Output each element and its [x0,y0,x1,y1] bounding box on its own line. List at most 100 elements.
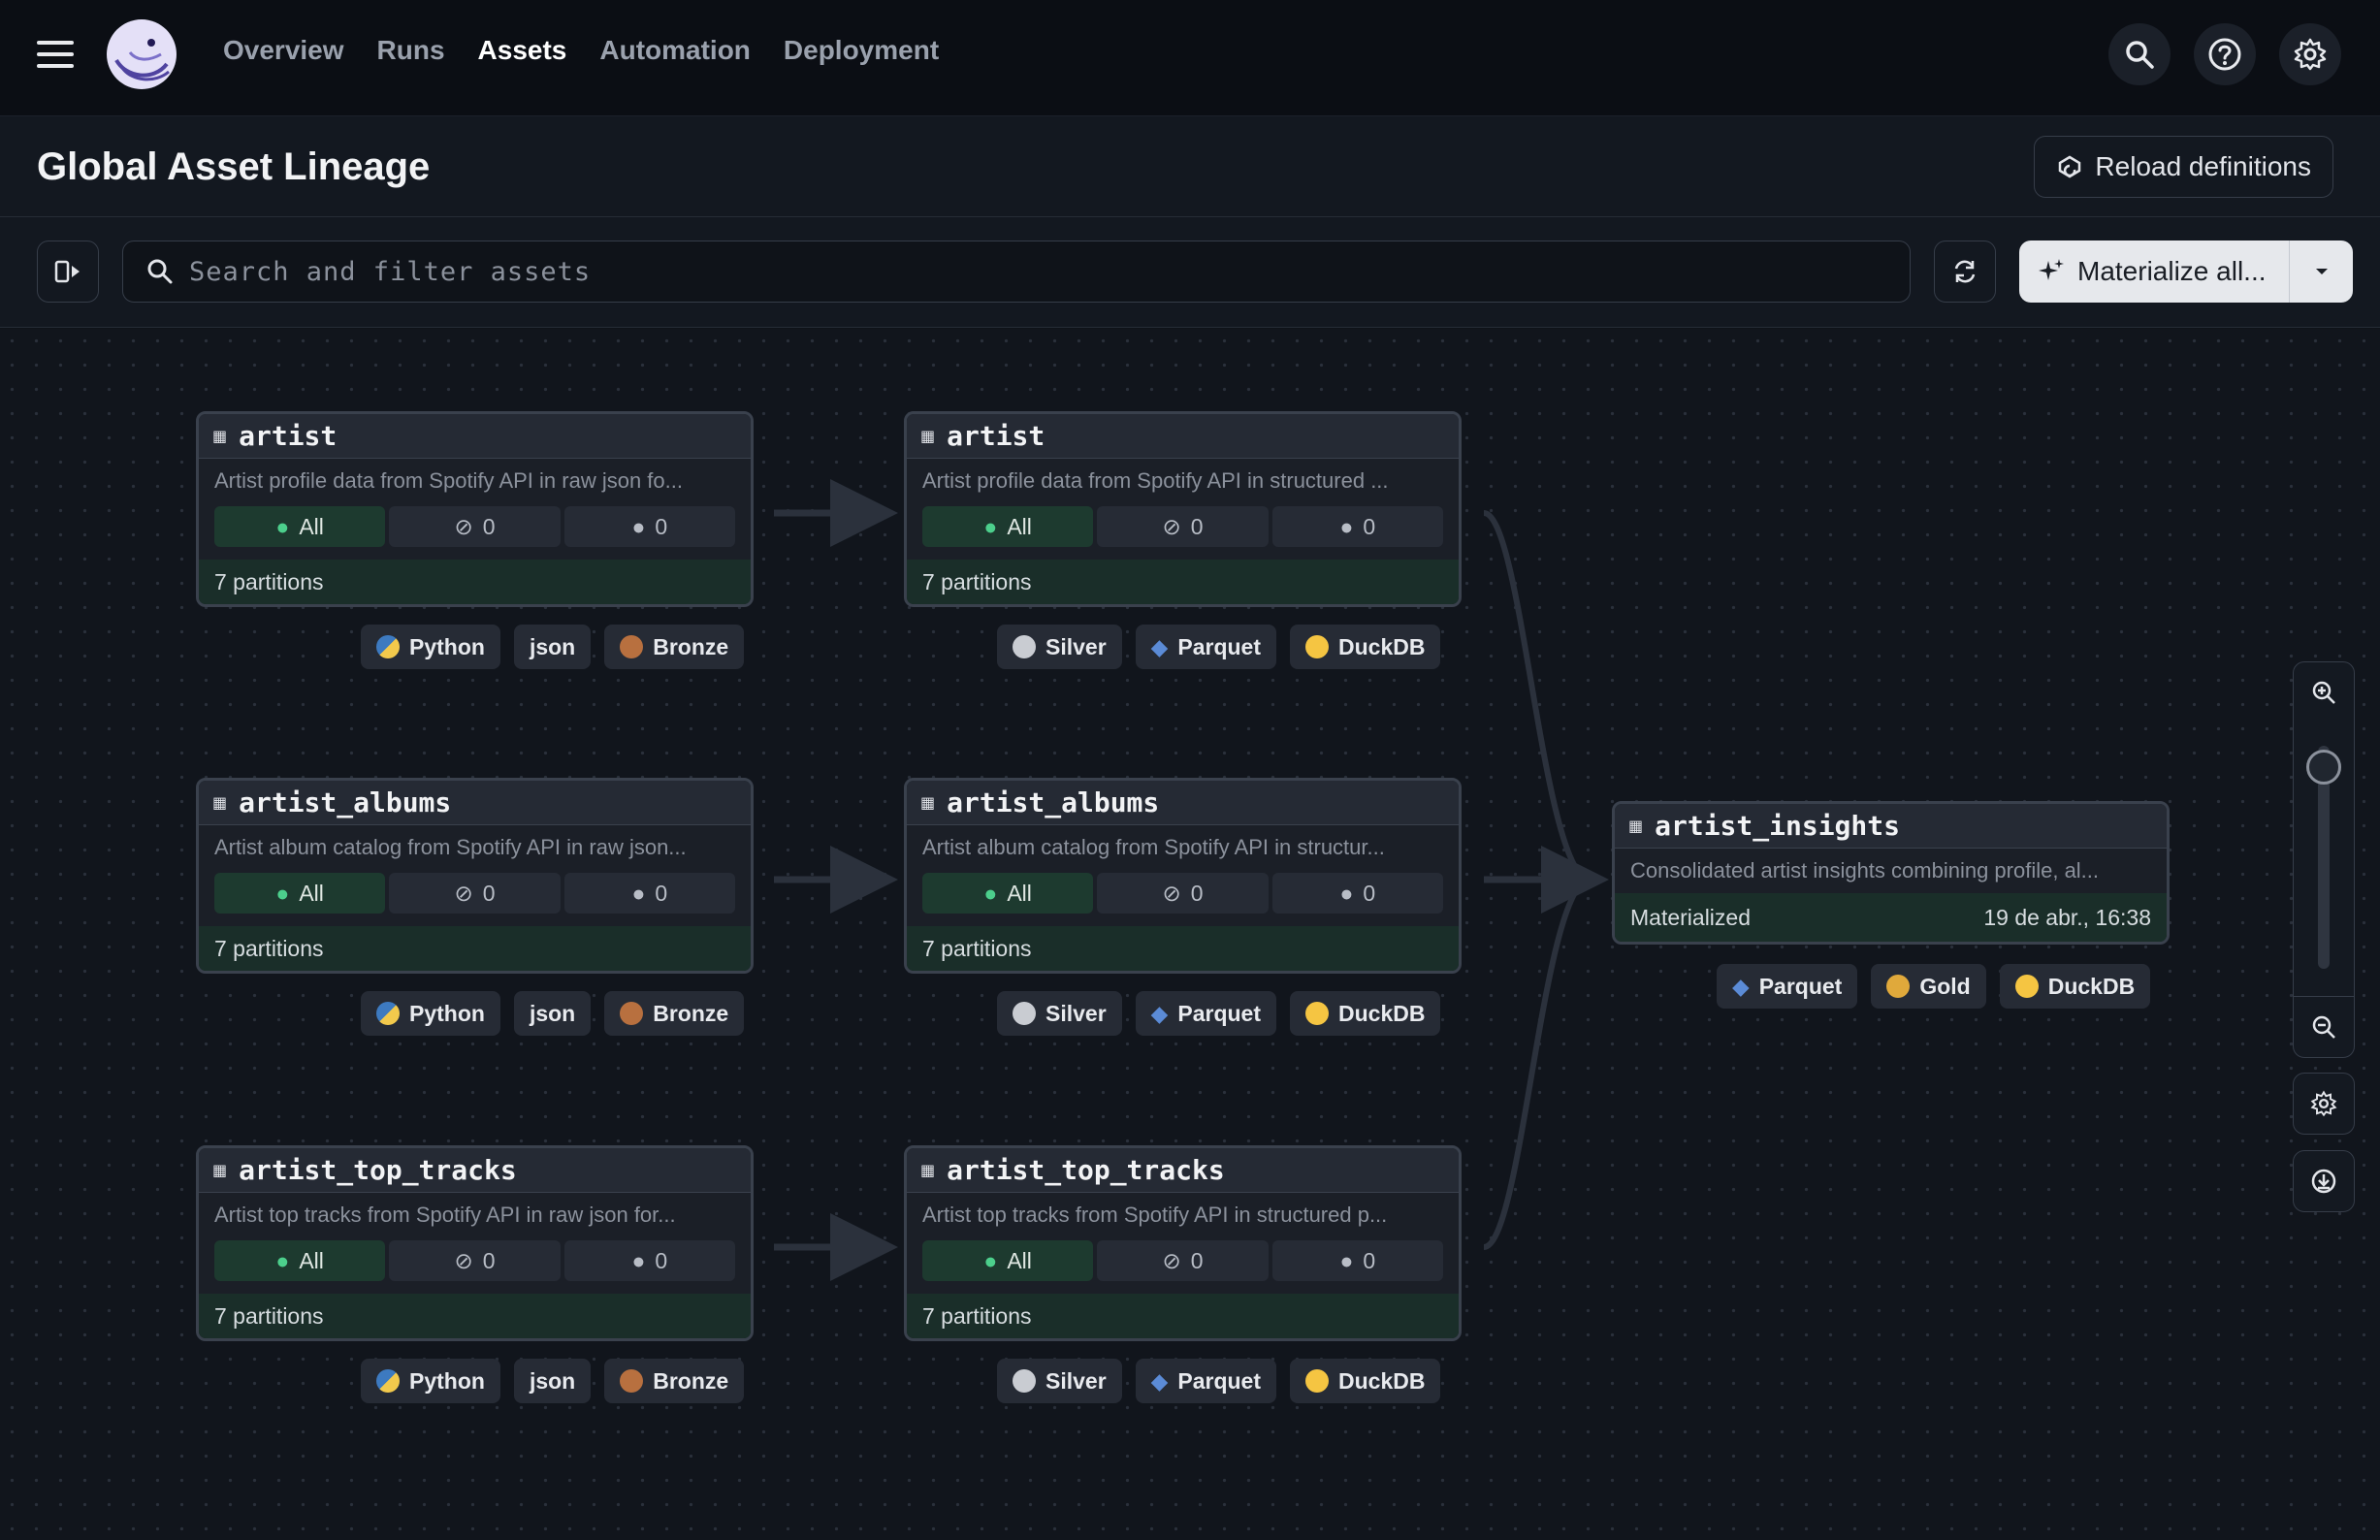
page-title: Global Asset Lineage [37,145,431,188]
tag-parquet[interactable]: ◆Parquet [1717,964,1858,1009]
menu-icon[interactable] [37,41,74,68]
tag-duckdb[interactable]: DuckDB [1999,964,2151,1009]
missing-status[interactable]: ⊘0 [389,1240,561,1281]
tag-gold[interactable]: Gold [1871,964,1986,1009]
check-circle-icon: ● [275,880,290,906]
asset-search-box[interactable] [122,241,1911,303]
asset-tags: Silver ◆Parquet DuckDB [997,1359,1441,1403]
asset-node-artist-top-tracks-structured[interactable]: ▦artist_top_tracks Artist top tracks fro… [904,1145,1462,1341]
materialize-all-split-button: Materialize all... [2019,241,2353,303]
dagster-logo[interactable] [105,17,178,91]
materialized-status[interactable]: ●All [214,1240,386,1281]
materialize-all-button[interactable]: Materialize all... [2019,241,2289,303]
asset-name: artist_insights [1655,810,1900,842]
asset-description: Artist top tracks from Spotify API in ra… [214,1203,676,1227]
materialized-status[interactable]: ●All [214,506,386,547]
tag-json[interactable]: json [513,625,592,669]
failed-status[interactable]: ●0 [563,506,735,547]
sidebar-toggle-button[interactable] [37,241,99,303]
tag-bronze[interactable]: Bronze [604,1359,745,1403]
failed-status[interactable]: ●0 [1271,1240,1443,1281]
zoom-out-button[interactable] [2293,996,2355,1058]
reload-definitions-button[interactable]: Reload definitions [2034,136,2333,198]
reload-icon [2059,155,2081,178]
tag-json[interactable]: json [513,991,592,1036]
materialized-status[interactable]: ●All [922,873,1094,914]
failed-status[interactable]: ●0 [563,1240,735,1281]
tag-parquet[interactable]: ◆Parquet [1135,1359,1276,1403]
asset-node-artist-structured[interactable]: ▦artist Artist profile data from Spotify… [904,411,1462,607]
sparkle-icon [2039,259,2064,280]
failed-status[interactable]: ●0 [563,873,735,914]
tag-python[interactable]: Python [361,1359,500,1403]
search-icon[interactable] [2108,23,2171,85]
tag-python[interactable]: Python [361,625,500,669]
asset-node-artist-top-tracks-raw[interactable]: ▦artist_top_tracks Artist top tracks fro… [196,1145,754,1341]
tag-silver[interactable]: Silver [997,991,1122,1036]
refresh-button[interactable] [1934,241,1996,303]
caret-down-icon [2315,269,2328,274]
tag-parquet[interactable]: ◆Parquet [1135,625,1276,669]
zoom-in-button[interactable] [2293,661,2355,723]
tag-duckdb[interactable]: DuckDB [1290,625,1441,669]
gear-icon[interactable] [2279,23,2341,85]
nav-deployment[interactable]: Deployment [783,35,940,65]
edge-tracks-to-insights [1482,877,1592,1250]
failed-status[interactable]: ●0 [1271,506,1443,547]
materialized-status[interactable]: ●All [214,873,386,914]
asset-node-artist-albums-structured[interactable]: ▦artist_albums Artist album catalog from… [904,778,1462,974]
missing-status[interactable]: ⊘0 [1097,506,1269,547]
tag-python[interactable]: Python [361,991,500,1036]
missing-status[interactable]: ⊘0 [389,873,561,914]
tag-duckdb[interactable]: DuckDB [1290,1359,1441,1403]
missing-status[interactable]: ⊘0 [1097,1240,1269,1281]
nav-assets[interactable]: Assets [477,35,567,65]
materialize-options-dropdown[interactable] [2289,241,2353,303]
silver-medal-icon [1013,1369,1036,1393]
failed-status[interactable]: ●0 [1271,873,1443,914]
asset-graph-canvas[interactable]: ▦artist Artist profile data from Spotify… [0,329,2380,1540]
table-icon: ▦ [920,794,936,812]
asset-node-artist-insights[interactable]: ▦artist_insights Consolidated artist ins… [1612,801,2170,945]
help-icon[interactable] [2194,23,2256,85]
nav-runs[interactable]: Runs [376,35,445,65]
python-icon [376,1002,400,1025]
toolbar: Materialize all... [0,217,2380,328]
search-input[interactable] [189,256,1838,287]
bronze-medal-icon [620,1002,644,1025]
download-graph-button[interactable] [2293,1150,2355,1212]
tag-bronze[interactable]: Bronze [604,625,745,669]
asset-tags: Python json Bronze [361,1359,745,1403]
tag-bronze[interactable]: Bronze [604,991,745,1036]
asset-name: artist_albums [239,786,452,818]
materialized-status[interactable]: ●All [922,506,1094,547]
nav-automation[interactable]: Automation [599,35,751,65]
partitions-count: 7 partitions [907,1294,1459,1338]
missing-icon: ⊘ [1162,880,1181,906]
asset-node-artist-albums-raw[interactable]: ▦artist_albums Artist album catalog from… [196,778,754,974]
python-icon [376,635,400,658]
reload-definitions-label: Reload definitions [2095,151,2311,181]
missing-icon: ⊘ [454,513,473,539]
asset-description: Artist album catalog from Spotify API in… [214,835,687,859]
graph-settings-button[interactable] [2293,1073,2355,1135]
alert-icon: ● [631,513,646,539]
missing-status[interactable]: ⊘0 [1097,873,1269,914]
asset-tags: ◆Parquet Gold DuckDB [1717,964,2151,1009]
materialized-status[interactable]: ●All [922,1240,1094,1281]
asset-description: Artist top tracks from Spotify API in st… [922,1203,1388,1227]
tag-json[interactable]: json [513,1359,592,1403]
zoom-slider-handle[interactable] [2306,750,2341,785]
table-icon: ▦ [920,428,936,445]
bronze-medal-icon [620,635,644,658]
missing-status[interactable]: ⊘0 [389,506,561,547]
asset-name: artist [239,420,338,452]
tag-silver[interactable]: Silver [997,625,1122,669]
tag-duckdb[interactable]: DuckDB [1290,991,1441,1036]
partition-status-row: ●All ⊘0 ●0 [907,503,1459,550]
tag-parquet[interactable]: ◆Parquet [1135,991,1276,1036]
nav-overview[interactable]: Overview [223,35,344,65]
tag-silver[interactable]: Silver [997,1359,1122,1403]
table-icon: ▦ [1628,818,1644,835]
asset-node-artist-raw[interactable]: ▦artist Artist profile data from Spotify… [196,411,754,607]
